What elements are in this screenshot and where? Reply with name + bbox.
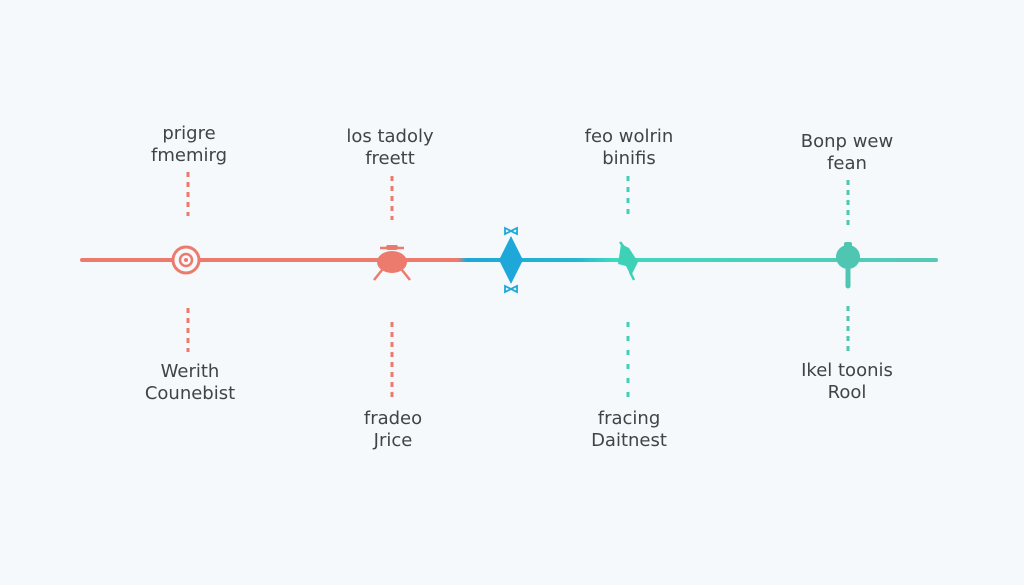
milestone-2-top-line-2: freett: [365, 148, 415, 169]
milestone-4-bottom-line-2: Daitnest: [591, 430, 667, 451]
milestone-1-bottom-label: Werith Counebist: [105, 361, 275, 405]
pot-icon: [373, 245, 411, 281]
milestone-1-bottom-line-2: Counebist: [144, 383, 236, 404]
milestone-2-top-label: los tadoly freett: [305, 126, 475, 170]
milestone-4-top-line-2: binifis: [602, 148, 656, 169]
milestone-4-top-line-1: feo wolrin: [584, 126, 674, 147]
milestone-5-bottom-label: Ikel toonis Rool: [762, 360, 932, 404]
milestone-1-top-label: prigre fmemirg: [104, 123, 274, 167]
milestone-4-top-label: feo wolrin binifis: [544, 126, 714, 170]
milestone-2-top-line-1: los tadoly: [346, 126, 434, 147]
milestone-5-top-label: Bonp wew fean: [762, 131, 932, 175]
milestone-4-bottom-label: fracing Daitnest: [544, 408, 714, 452]
milestone-2-bottom-label: fradeo Jrice: [308, 408, 478, 452]
milestone-1-bottom-line-1: Werith: [160, 361, 220, 382]
milestone-2-bottom-line-1: fradeo: [363, 408, 423, 429]
bird-icon: [618, 241, 638, 281]
milestone-5-bottom-line-1: Ikel toonis: [801, 360, 893, 381]
diamond-icon: [499, 226, 523, 294]
milestone-4-bottom-line-1: fracing: [597, 408, 661, 429]
milestone-5-top-line-2: fean: [827, 153, 867, 174]
milestone-5-top-line-1: Bonp wew: [800, 131, 894, 152]
milestone-1-top-line-2: fmemirg: [151, 145, 227, 166]
milestone-1-top-line-1: prigre: [162, 123, 216, 144]
milestone-2-bottom-line-2: Jrice: [373, 430, 413, 451]
target-icon: [171, 245, 201, 275]
pin-icon: [836, 242, 860, 289]
milestone-5-bottom-line-2: Rool: [827, 382, 867, 403]
